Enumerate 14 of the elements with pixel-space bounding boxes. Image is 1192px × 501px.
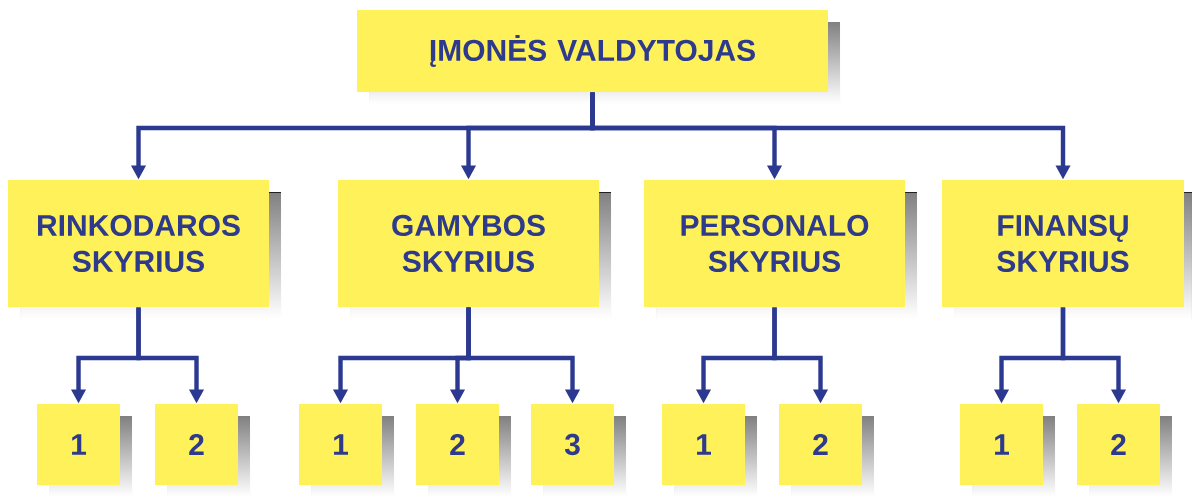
- unit-box: 1: [662, 404, 757, 497]
- unit-box: 2: [155, 404, 250, 497]
- department-box: PERSONALO SKYRIUS: [644, 180, 917, 319]
- unit-box: 1: [37, 404, 132, 497]
- department-box: FINANSŲ SKYRIUS: [942, 180, 1192, 319]
- department-box: RINKODAROS SKYRIUS: [8, 180, 281, 319]
- unit-box: 1: [960, 404, 1055, 497]
- unit-box: 2: [1077, 404, 1172, 497]
- unit-box: 1: [299, 404, 394, 497]
- manager-box: ĮMONĖS VALDYTOJAS: [357, 10, 840, 104]
- unit-box: 2: [779, 404, 874, 497]
- unit-box: 3: [531, 404, 626, 497]
- department-box: GAMYBOS SKYRIUS: [338, 180, 611, 319]
- unit-box: 2: [416, 404, 511, 497]
